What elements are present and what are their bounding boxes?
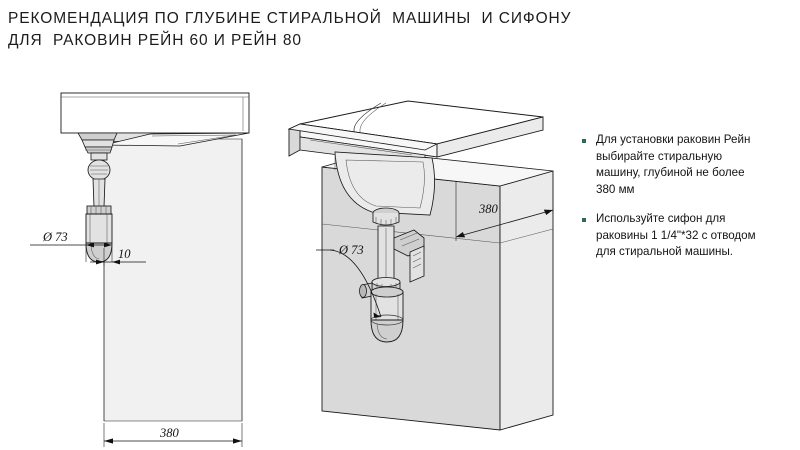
title-line-2: ДЛЯ РАКОВИН РЕЙН 60 И РЕЙН 80: [8, 32, 302, 49]
diagram-side-elevation: Ø 73 10 380: [30, 92, 250, 447]
dimension-clearance-left: 10: [90, 247, 146, 266]
dimension-label-depth-iso: 380: [478, 202, 499, 216]
square-bullet-icon: [582, 139, 586, 143]
note-item: Используйте сифон для раковины 1 1/4"*32…: [580, 211, 796, 261]
dimension-label-diameter-left: Ø 73: [42, 230, 68, 244]
dimension-label-depth-left: 380: [159, 426, 180, 440]
dimension-label-clearance: 10: [118, 247, 131, 261]
dimension-siphon-diameter-iso: Ø 73: [316, 243, 382, 318]
sink-basin: [60, 92, 250, 147]
dimension-machine-depth-left: 380: [103, 423, 243, 447]
washing-machine-body: [103, 138, 243, 422]
dimension-label-diameter-iso: Ø 73: [338, 243, 364, 257]
note-text: Для установки раковин Рейн выбирайте сти…: [596, 133, 751, 196]
notes-list: Для установки раковин Рейн выбирайте сти…: [580, 132, 796, 274]
page-title: РЕКОМЕНДАЦИЯ ПО ГЛУБИНЕ СТИРАЛЬНОЙ МАШИН…: [8, 8, 708, 52]
dimension-siphon-diameter-left: Ø 73: [30, 230, 113, 262]
sink-basin-iso: [287, 100, 544, 216]
note-item: Для установки раковин Рейн выбирайте сти…: [580, 132, 796, 198]
diagram-isometric-view: Ø 73 380: [287, 100, 554, 431]
siphon-assembly: [77, 132, 118, 263]
title-line-1: РЕКОМЕНДАЦИЯ ПО ГЛУБИНЕ СТИРАЛЬНОЙ МАШИН…: [8, 10, 572, 27]
note-text: Используйте сифон для раковины 1 1/4"*32…: [596, 212, 756, 258]
square-bullet-icon: [582, 218, 586, 222]
dimension-machine-depth-iso: 380: [455, 171, 554, 241]
